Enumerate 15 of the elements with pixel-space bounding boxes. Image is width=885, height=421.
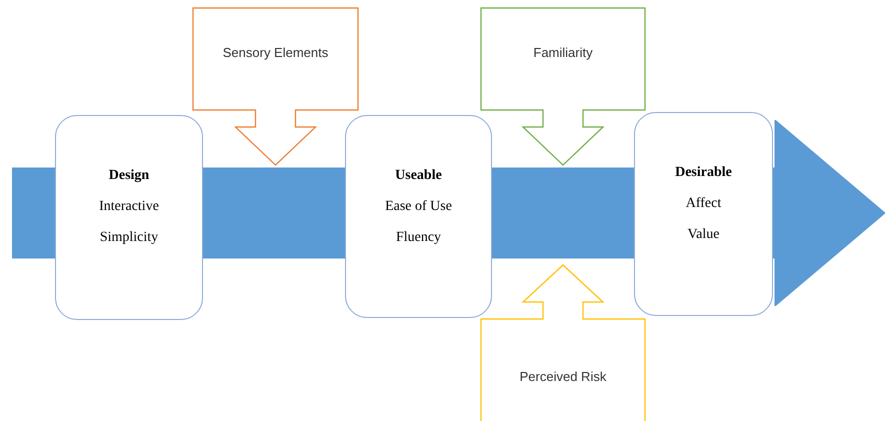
stage-heading: Design [108, 168, 150, 184]
callout-text: Perceived Risk [518, 369, 608, 384]
stage-attribute: Ease of Use [385, 199, 452, 215]
stage-attribute: Interactive [99, 199, 159, 215]
callout-text: Sensory Elements [222, 45, 330, 60]
callout-text: Familiarity [532, 45, 594, 60]
stage-card [345, 115, 492, 318]
stage-attribute: Affect [686, 196, 722, 212]
stage-heading: Desirable [675, 165, 732, 181]
stage-card [634, 112, 773, 316]
stage-attribute: Value [688, 227, 720, 243]
stage-heading: Useable [395, 168, 442, 184]
stage-card [55, 115, 203, 320]
stage-attribute: Simplicity [100, 230, 158, 246]
stage-attribute: Fluency [396, 230, 442, 246]
